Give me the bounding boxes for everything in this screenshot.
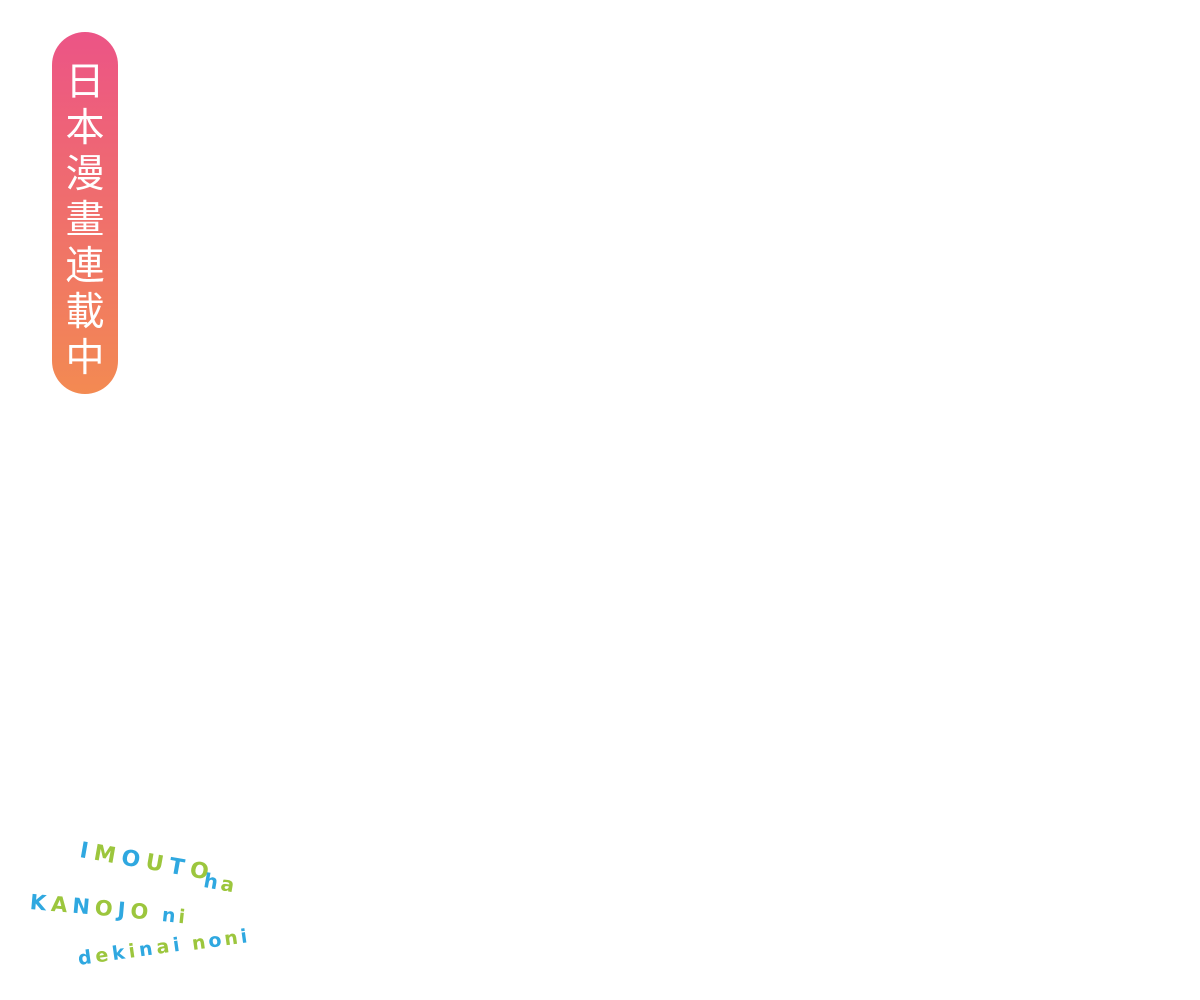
logo-word: ha	[201, 868, 240, 898]
logo-word: KANOJO	[28, 890, 155, 925]
badge-char: 載	[65, 290, 105, 335]
serialization-badge: 日 本 漫 畫 連 載 中	[52, 32, 118, 394]
badge-char: 本	[65, 106, 105, 151]
logo-word: noni	[190, 924, 252, 955]
badge-char: 畫	[65, 198, 105, 243]
badge-char: 連	[65, 244, 105, 289]
logo-word: dekinai	[76, 933, 186, 970]
logo-word: IMOUTO	[77, 838, 217, 887]
badge-char: 中	[65, 336, 105, 381]
badge-char: 漫	[65, 152, 105, 197]
logo-word: ni	[160, 904, 190, 929]
title-logo: IMOUTO ha KANOJO ni dekinai noni	[20, 830, 270, 990]
badge-char: 日	[65, 60, 105, 105]
